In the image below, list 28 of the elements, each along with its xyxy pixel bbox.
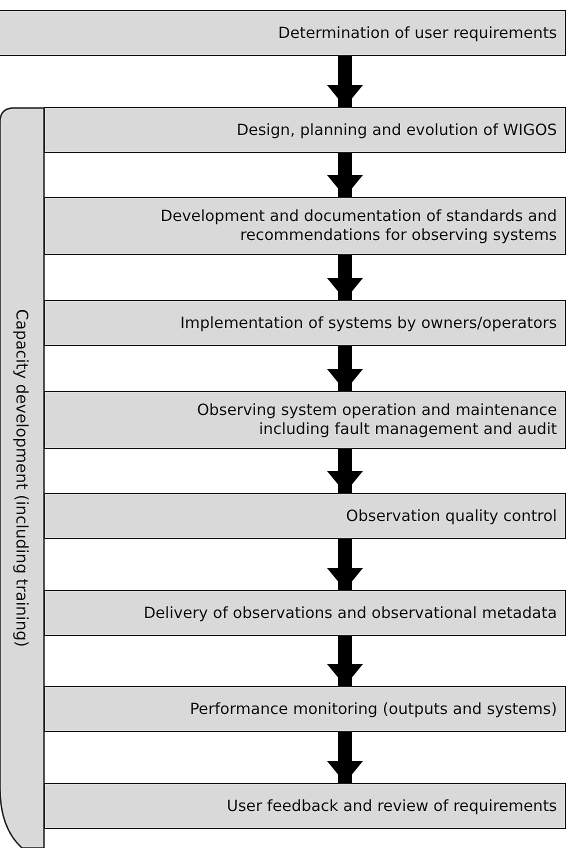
process-box (44, 590, 566, 636)
process-box (44, 391, 566, 449)
step-label: Determination of user requirements (278, 24, 557, 42)
process-box (44, 197, 566, 255)
process-box (0, 10, 566, 56)
arrow (327, 346, 363, 391)
arrow (327, 539, 363, 590)
step-label: Design, planning and evolution of WIGOS (236, 120, 557, 140)
arrow (327, 153, 363, 197)
band-label: Capacity development (including training) (12, 308, 32, 648)
process-box (44, 107, 566, 153)
arrow (327, 255, 363, 300)
process-box (44, 493, 566, 539)
process-box (44, 783, 566, 829)
arrow (327, 732, 363, 783)
step-label: User feedback and review of requirements (226, 796, 557, 816)
step-label: Implementation of systems by owners/operators (180, 314, 557, 332)
side-band (0, 107, 45, 848)
arrow (327, 449, 363, 493)
step-label: Performance monitoring (outputs and systems) (190, 700, 557, 718)
step-label: Delivery of observations and observational metadata (144, 604, 557, 622)
step-label: Observing system operation and maintenance including fault management and audit (196, 401, 557, 439)
arrow (327, 56, 363, 107)
process-box (44, 686, 566, 732)
process-box (44, 300, 566, 346)
arrow (327, 636, 363, 686)
step-label: Development and documentation of standards and recommendations for observing systems (160, 207, 557, 245)
step-label: Observation quality control (346, 506, 557, 526)
